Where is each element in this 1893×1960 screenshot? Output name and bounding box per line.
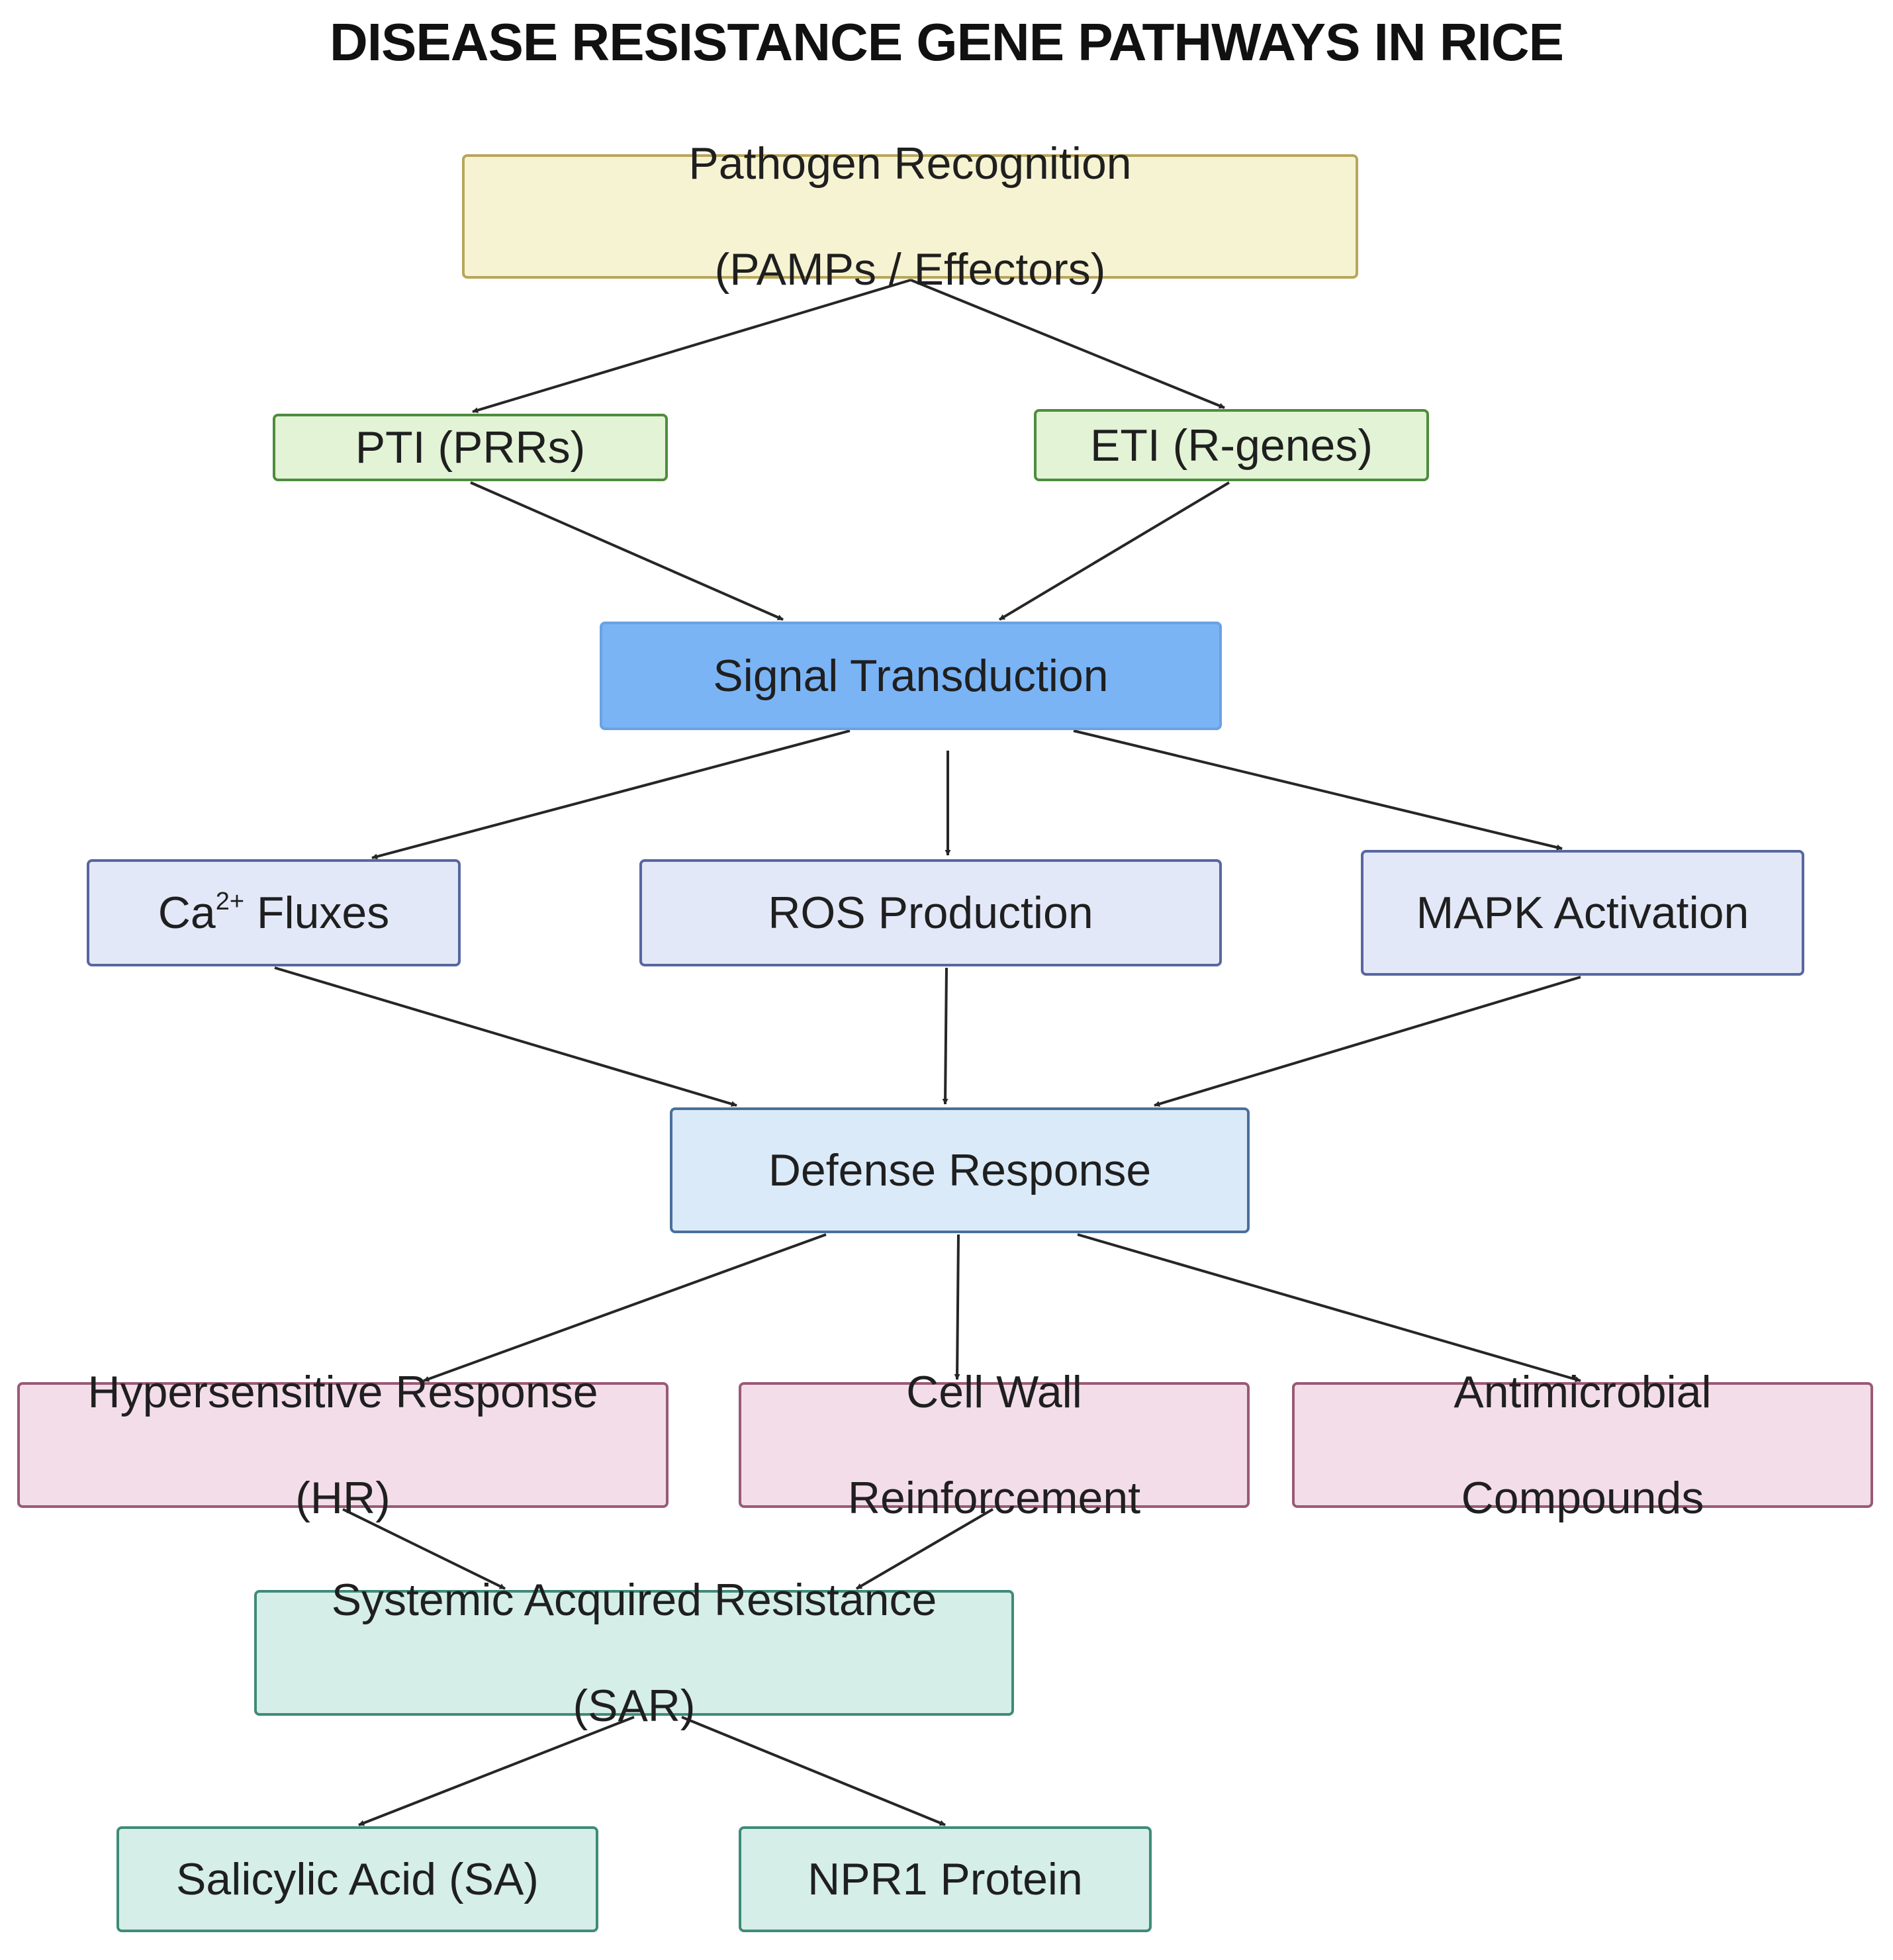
arrow-signal-to-mapk xyxy=(1073,729,1563,851)
arrow-signal-to-ca xyxy=(371,729,851,860)
node-cellwall-line2: Reinforcement xyxy=(847,1473,1141,1523)
node-sar-line2: (SAR) xyxy=(573,1681,696,1731)
node-signal-transduction: Signal Transduction xyxy=(600,622,1222,730)
node-ca-prefix: Ca xyxy=(158,888,216,938)
node-npr1-label: NPR1 Protein xyxy=(808,1854,1083,1904)
node-eti: ETI (R-genes) xyxy=(1034,409,1429,481)
node-cell-wall-reinforcement: Cell Wall Reinforcement xyxy=(739,1367,1250,1523)
node-mapk-label: MAPK Activation xyxy=(1416,888,1749,938)
node-antimicrobial-line2: Compounds xyxy=(1461,1473,1704,1523)
arrow-defense-to-hr xyxy=(423,1233,827,1382)
node-defense-response: Defense Response xyxy=(670,1107,1250,1233)
node-ros-label: ROS Production xyxy=(768,888,1093,938)
arrow-cellwall-to-sar xyxy=(855,1508,994,1590)
node-antimicrobial-line1: Antimicrobial xyxy=(1454,1367,1712,1417)
arrow-defense-to-cellwall xyxy=(954,1234,960,1380)
node-hypersensitive-response: Hypersensitive Response (HR) xyxy=(17,1367,669,1523)
node-pathogen-line2: (PAMPs / Effectors) xyxy=(714,244,1106,295)
node-pti-label: PTI (PRRs) xyxy=(355,422,586,473)
node-systemic-acquired-resistance: Systemic Acquired Resistance (SAR) xyxy=(254,1575,1014,1731)
node-ca-label: Ca2+ Fluxes xyxy=(158,886,389,939)
arrow-ca-to-defense xyxy=(274,966,737,1107)
node-salicylic-acid: Salicylic Acid (SA) xyxy=(116,1826,598,1932)
node-ca-suffix: Fluxes xyxy=(244,888,390,938)
node-eti-label: ETI (R-genes) xyxy=(1090,420,1373,471)
node-pathogen-recognition: Pathogen Recognition (PAMPs / Effectors) xyxy=(462,138,1358,295)
arrow-pathogen-to-pti xyxy=(472,279,911,413)
node-antimicrobial-compounds: Antimicrobial Compounds xyxy=(1292,1367,1873,1523)
edge-group xyxy=(274,279,1581,1826)
arrow-ros-to-defense xyxy=(942,967,948,1105)
node-hr-line1: Hypersensitive Response xyxy=(87,1367,598,1417)
arrow-sar-to-sa xyxy=(358,1716,635,1826)
node-pathogen-line1: Pathogen Recognition xyxy=(688,138,1132,189)
arrow-pti-to-signal xyxy=(470,481,784,621)
arrow-hr-to-sar xyxy=(342,1508,506,1590)
arrow-sar-to-npr1 xyxy=(681,1716,946,1826)
node-mapk-activation: MAPK Activation xyxy=(1361,850,1804,976)
node-sar-line1: Systemic Acquired Resistance xyxy=(331,1575,937,1625)
node-ca-fluxes: Ca2+ Fluxes xyxy=(87,859,461,966)
arrow-pathogen-to-eti xyxy=(910,279,1225,409)
diagram-title: DISEASE RESISTANCE GENE PATHWAYS IN RICE xyxy=(329,13,1564,71)
node-ca-superscript: 2+ xyxy=(215,888,245,915)
node-cellwall-line1: Cell Wall xyxy=(906,1367,1082,1417)
arrow-mapk-to-defense xyxy=(1154,976,1581,1107)
arrow-eti-to-signal xyxy=(998,481,1230,621)
node-sa-label: Salicylic Acid (SA) xyxy=(176,1854,539,1904)
arrow-defense-to-antimicrobial xyxy=(1077,1233,1581,1383)
node-hr-line2: (HR) xyxy=(295,1473,391,1523)
node-npr1-protein: NPR1 Protein xyxy=(739,1826,1152,1932)
node-ros-production: ROS Production xyxy=(639,859,1222,966)
node-signal-label: Signal Transduction xyxy=(713,651,1109,701)
node-defense-label: Defense Response xyxy=(768,1145,1152,1195)
node-pti: PTI (PRRs) xyxy=(273,414,668,481)
